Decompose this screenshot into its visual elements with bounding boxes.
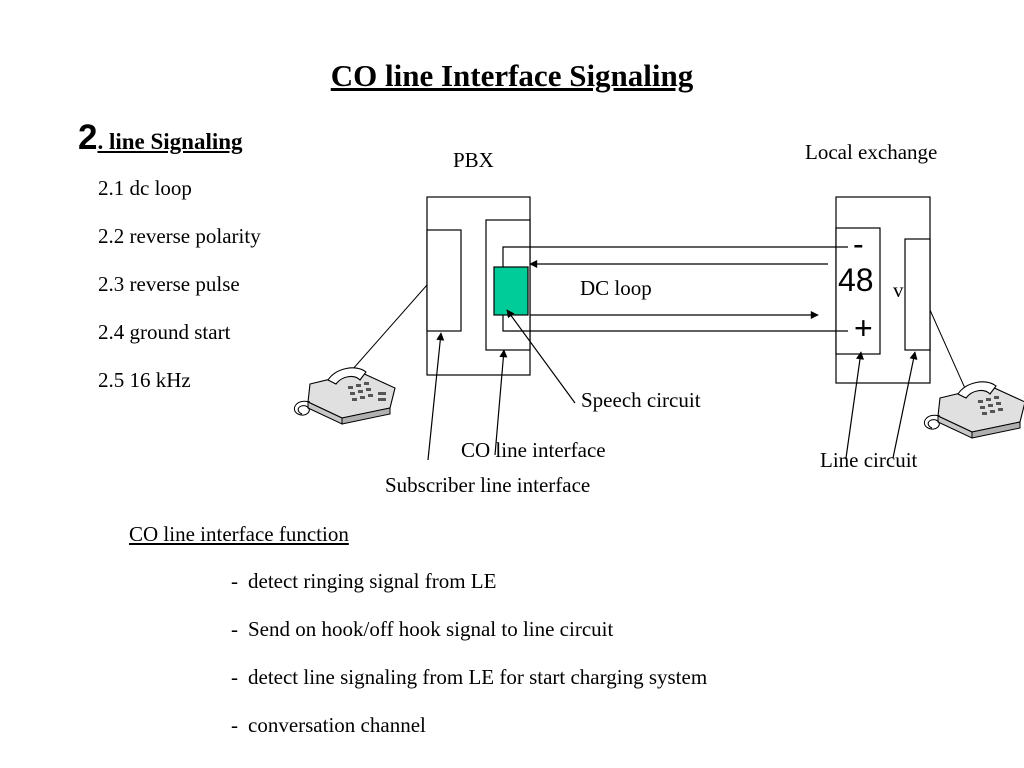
section-heading: 2. line Signaling: [78, 118, 243, 158]
function-item-text: Send on hook/off hook signal to line cir…: [248, 617, 614, 641]
plus-terminal-sign: +: [854, 310, 873, 346]
loop-line-bottom: [502, 315, 848, 332]
function-item: -conversation channel: [231, 713, 707, 761]
signaling-item: 2.2 reverse polarity: [98, 224, 261, 248]
voltage-unit: v: [893, 278, 904, 302]
minus-terminal-sign: -: [853, 226, 864, 262]
line-circuit-pointer-left: [845, 351, 864, 459]
function-title: CO line interface function: [129, 522, 349, 546]
function-item-text: detect line signaling from LE for start …: [248, 665, 708, 689]
signaling-item: 2.3 reverse pulse: [98, 272, 240, 296]
function-list: -detect ringing signal from LE -Send on …: [231, 569, 707, 761]
speech-circuit-block: [493, 266, 529, 316]
bullet-dash: -: [231, 569, 238, 593]
section-number: 2: [78, 118, 98, 157]
function-item-text: detect ringing signal from LE: [248, 569, 497, 593]
subscriber-line-interface-pointer: [427, 332, 445, 461]
section-heading-text: . line Signaling: [97, 129, 243, 154]
function-item-text: conversation channel: [248, 713, 426, 737]
bullet-dash: -: [231, 665, 238, 689]
telephone-icon: [924, 381, 1024, 439]
bullet-dash: -: [231, 713, 238, 737]
co-line-interface-label: CO line interface: [461, 438, 606, 462]
line-circuit-label: Line circuit: [820, 448, 918, 472]
voltage-value: 48: [838, 262, 874, 298]
co-line-interface-pointer: [494, 349, 508, 456]
dc-loop-label: DC loop: [580, 276, 652, 300]
signaling-item: 2.1 dc loop: [98, 176, 192, 200]
signaling-item: 2.5 16 kHz: [98, 368, 191, 392]
function-item: -detect ringing signal from LE: [231, 569, 707, 617]
subscriber-line-interface-label: Subscriber line interface: [385, 473, 591, 497]
loop-line-top: [502, 246, 848, 267]
function-item: -Send on hook/off hook signal to line ci…: [231, 617, 707, 665]
page-title: CO line Interface Signaling: [330, 58, 694, 93]
local-exchange-label: Local exchange: [805, 140, 938, 164]
left-telephone-wire: [351, 284, 428, 371]
line-circuit-block: [904, 238, 931, 351]
signaling-item: 2.4 ground start: [98, 320, 231, 344]
speech-circuit-label: Speech circuit: [581, 388, 701, 412]
pbx-label: PBX: [453, 148, 494, 172]
speech-circuit-pointer: [506, 309, 576, 404]
function-item: -detect line signaling from LE for start…: [231, 665, 707, 713]
subscriber-line-interface-block: [426, 229, 462, 332]
line-circuit-pointer-right: [892, 351, 918, 459]
bullet-dash: -: [231, 617, 238, 641]
signaling-list: 2.1 dc loop 2.2 reverse polarity 2.3 rev…: [98, 176, 261, 416]
right-telephone-wire: [929, 309, 969, 396]
battery-block: [835, 227, 881, 355]
telephone-icon: [294, 367, 396, 425]
